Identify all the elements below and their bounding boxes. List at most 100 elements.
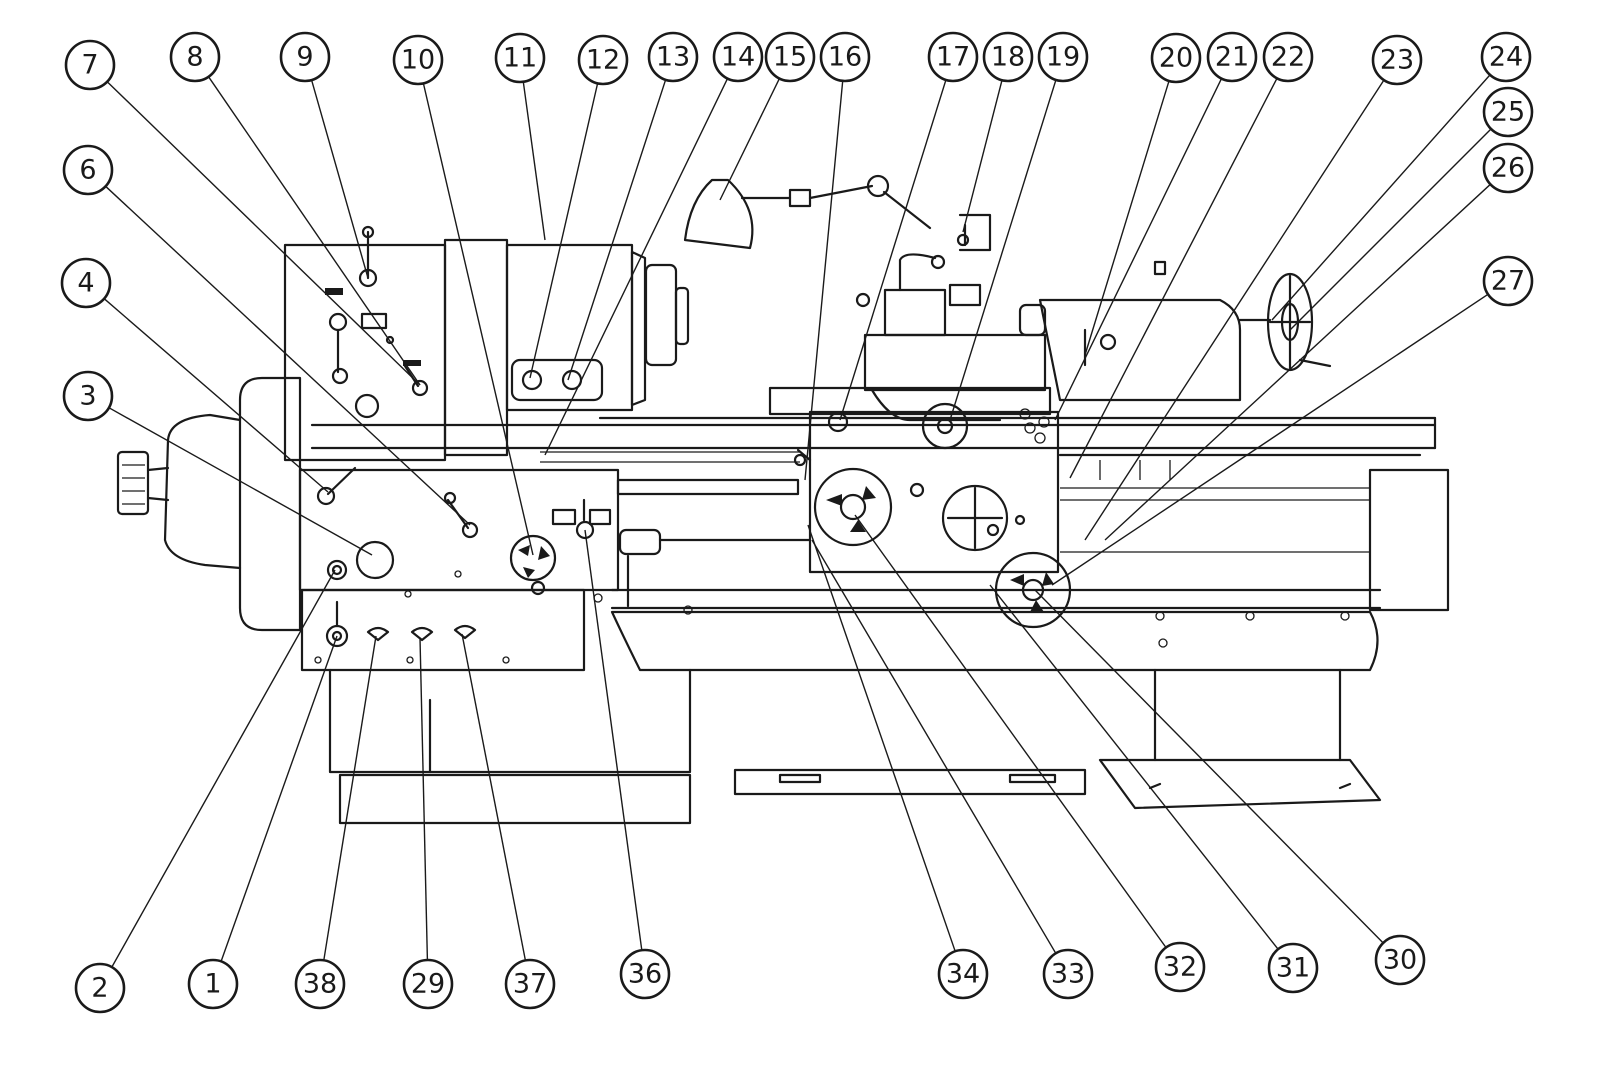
leader-line-36	[584, 529, 643, 951]
gearbox	[298, 466, 620, 672]
callout-31-label: 31	[1276, 953, 1310, 984]
leader-line-7	[106, 81, 421, 386]
callout-26: 26	[1482, 142, 1534, 194]
work-lamp	[683, 174, 932, 250]
callout-33-label: 33	[1051, 959, 1085, 990]
callout-38-label: 38	[303, 969, 337, 1000]
leader-line-23	[1084, 79, 1385, 541]
callout-32: 32	[1154, 941, 1206, 993]
leader-line-21	[1054, 78, 1223, 421]
callout-19-label: 19	[1046, 42, 1080, 73]
callout-10-label: 10	[401, 45, 435, 76]
callout-16: 16	[819, 31, 871, 83]
callout-29-label: 29	[411, 969, 445, 1000]
leader-line-12	[529, 83, 599, 379]
callout-30-label: 30	[1383, 945, 1417, 976]
callout-31: 31	[1267, 942, 1319, 994]
leader-line-22	[1069, 77, 1278, 479]
callout-21: 21	[1206, 31, 1258, 83]
callout-20-label: 20	[1159, 43, 1193, 74]
leader-line-16	[804, 80, 844, 481]
lathe-bed	[310, 416, 1450, 612]
callout-36: 36	[619, 948, 671, 1000]
callout-15: 15	[764, 31, 816, 83]
leader-line-13	[567, 79, 667, 381]
callout-22-label: 22	[1271, 42, 1305, 73]
callout-10: 10	[392, 34, 444, 86]
leader-line-10	[422, 83, 534, 556]
callout-17-label: 17	[936, 42, 970, 73]
callout-8: 8	[169, 31, 221, 83]
callout-1: 1	[187, 958, 239, 1010]
callout-37-label: 37	[513, 969, 547, 1000]
leader-line-34	[807, 524, 956, 952]
leader-lines	[103, 74, 1492, 968]
callout-23: 23	[1371, 34, 1423, 86]
callout-6: 6	[62, 144, 114, 196]
callout-3: 3	[62, 370, 114, 422]
callout-25-label: 25	[1491, 97, 1525, 128]
leader-line-19	[949, 79, 1057, 421]
callout-2-label: 2	[91, 973, 108, 1004]
callout-13: 13	[647, 31, 699, 83]
callout-27-label: 27	[1491, 266, 1525, 297]
leader-line-29	[419, 637, 429, 961]
lathe-base	[328, 605, 1382, 825]
callout-8-label: 8	[186, 42, 203, 73]
leader-line-1	[220, 635, 338, 962]
callouts: 7 8 9 10 11 12 13 14 15 16 17 18 19 20 2…	[60, 31, 1534, 1014]
callout-27: 27	[1482, 255, 1534, 307]
leader-line-11	[522, 81, 546, 241]
apron	[808, 402, 1060, 574]
callout-16-label: 16	[828, 42, 862, 73]
leader-line-38	[323, 635, 377, 961]
leader-line-2	[111, 569, 336, 968]
callout-9: 9	[279, 31, 331, 83]
callout-11-label: 11	[503, 43, 537, 74]
leader-line-37	[461, 633, 527, 961]
callout-14: 14	[712, 31, 764, 83]
callout-7: 7	[64, 39, 116, 91]
leader-line-8	[208, 76, 421, 386]
leader-line-26	[1104, 183, 1491, 541]
leader-line-33	[811, 539, 1057, 954]
leader-line-3	[108, 407, 373, 556]
callout-26-label: 26	[1491, 153, 1525, 184]
callout-17: 17	[927, 31, 979, 83]
callout-7-label: 7	[81, 50, 98, 81]
leader-line-25	[1289, 128, 1492, 331]
lathe-machine	[116, 174, 1450, 825]
callout-34-label: 34	[946, 959, 980, 990]
callout-6-label: 6	[79, 155, 96, 186]
callout-32-label: 32	[1163, 952, 1197, 983]
callout-21-label: 21	[1215, 42, 1249, 73]
carriage-handwheel	[994, 551, 1072, 629]
callout-18-label: 18	[991, 42, 1025, 73]
callout-2: 2	[74, 962, 126, 1014]
leader-line-30	[1034, 589, 1384, 944]
leader-line-14	[544, 78, 729, 456]
leader-line-31	[989, 584, 1279, 950]
leader-line-17	[839, 79, 947, 421]
callout-25: 25	[1482, 86, 1534, 138]
callout-22: 22	[1262, 31, 1314, 83]
callout-1-label: 1	[204, 969, 221, 1000]
leader-line-32	[854, 514, 1167, 948]
tool-post-assembly	[768, 213, 1052, 422]
callout-36-label: 36	[628, 959, 662, 990]
callout-11: 11	[494, 32, 546, 84]
callout-23-label: 23	[1380, 45, 1414, 76]
callout-4-label: 4	[77, 268, 94, 299]
callout-30: 30	[1374, 934, 1426, 986]
lead-screw	[616, 448, 812, 608]
callout-37: 37	[504, 958, 556, 1010]
leader-line-20	[1084, 80, 1170, 356]
leader-line-27	[1051, 293, 1489, 586]
callout-18: 18	[982, 31, 1034, 83]
callout-15-label: 15	[773, 42, 807, 73]
leader-line-18	[962, 80, 1003, 233]
callout-29: 29	[402, 958, 454, 1010]
callout-24-label: 24	[1489, 42, 1523, 73]
callout-34: 34	[937, 948, 989, 1000]
